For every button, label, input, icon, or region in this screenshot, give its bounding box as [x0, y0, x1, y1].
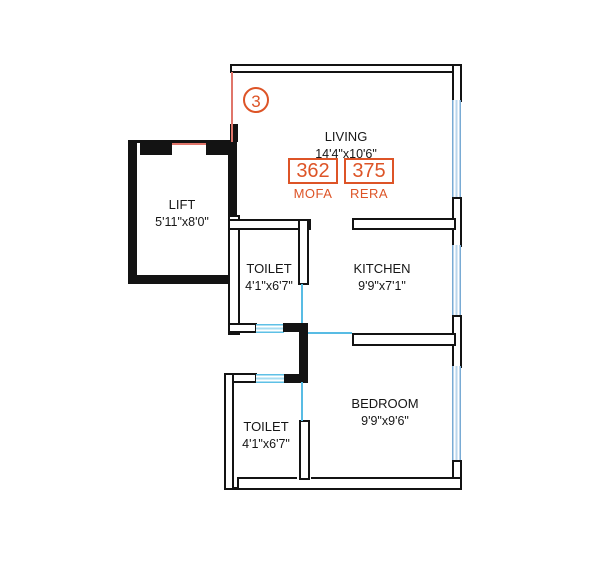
- living-name: LIVING: [324, 129, 368, 144]
- bracket-wall-top: [283, 323, 308, 332]
- toilet1-label: TOILET 4'1"x6'7": [219, 261, 319, 294]
- window-living-right: [452, 100, 461, 199]
- toilet1-wall-top: [228, 219, 311, 230]
- unit-number: 3: [251, 92, 261, 111]
- rera-area-box: 375: [344, 158, 394, 184]
- toilet1-wall-bottom-left: [228, 323, 257, 333]
- lift-wall-top: [128, 140, 237, 143]
- toilet1-dims: 4'1"x6'7": [245, 278, 293, 293]
- living-dims: 14'4"x10'6": [315, 146, 377, 161]
- mofa-area-value: 362: [296, 160, 330, 182]
- lift-door-jamb-right: [206, 142, 228, 155]
- lift-name: LIFT: [168, 197, 196, 212]
- lift-wall-bottom: [128, 275, 237, 284]
- bracket-wall-right: [299, 323, 308, 383]
- toilet1-wall-left: [228, 215, 240, 335]
- kitchen-name: KITCHEN: [353, 261, 411, 276]
- kitchen-label: KITCHEN 9'9"x7'1": [322, 261, 442, 294]
- rera-label: RERA: [349, 186, 389, 201]
- wall-living-kitchen-divider: [352, 218, 456, 230]
- toilet2-name: TOILET: [243, 419, 289, 434]
- lift-door-jamb-left: [140, 142, 172, 155]
- lift-door-line: [172, 143, 206, 145]
- toilet1-door: [256, 324, 284, 333]
- toilet1-name: TOILET: [246, 261, 292, 276]
- mofa-area-box: 362: [288, 158, 338, 184]
- toilet2-door: [256, 374, 284, 383]
- living-label: LIVING 14'4"x10'6": [286, 129, 406, 162]
- wall-bottom: [237, 477, 462, 490]
- toilet2-dims: 4'1"x6'7": [242, 436, 290, 451]
- lift-wall-right: [228, 140, 237, 284]
- window-bedroom-right: [452, 366, 461, 462]
- lift-wall-left: [128, 140, 137, 284]
- toilet1-vent-line: [301, 284, 303, 324]
- kitchen-dims: 9'9"x7'1": [358, 278, 406, 293]
- bedroom-label: BEDROOM 9'9"x9'6": [325, 396, 445, 429]
- toilet2-wall-left: [224, 373, 234, 490]
- bracket-wall-bottom: [283, 374, 308, 383]
- column-above-lift: [230, 124, 238, 142]
- toilet1-wall-right: [298, 219, 309, 285]
- wall-top: [230, 64, 462, 73]
- toilet2-wall-right: [299, 420, 310, 480]
- window-kitchen-right: [452, 245, 461, 317]
- toilet2-label: TOILET 4'1"x6'7": [216, 419, 316, 452]
- wall-right-segment-1: [452, 64, 462, 102]
- bedroom-name: BEDROOM: [351, 396, 419, 411]
- unit-number-badge: 3: [243, 87, 269, 113]
- rera-area-value: 375: [352, 160, 386, 182]
- toilet2-vent-line: [301, 382, 303, 421]
- wall-kitchen-bedroom-divider: [352, 333, 456, 346]
- lift-dims: 5'11"x8'0": [155, 214, 209, 229]
- entry-line: [231, 72, 233, 142]
- kitchen-opening-line: [308, 332, 352, 334]
- lift-label: LIFT 5'11"x8'0": [132, 197, 232, 230]
- mofa-label: MOFA: [293, 186, 333, 201]
- bedroom-dims: 9'9"x9'6": [361, 413, 409, 428]
